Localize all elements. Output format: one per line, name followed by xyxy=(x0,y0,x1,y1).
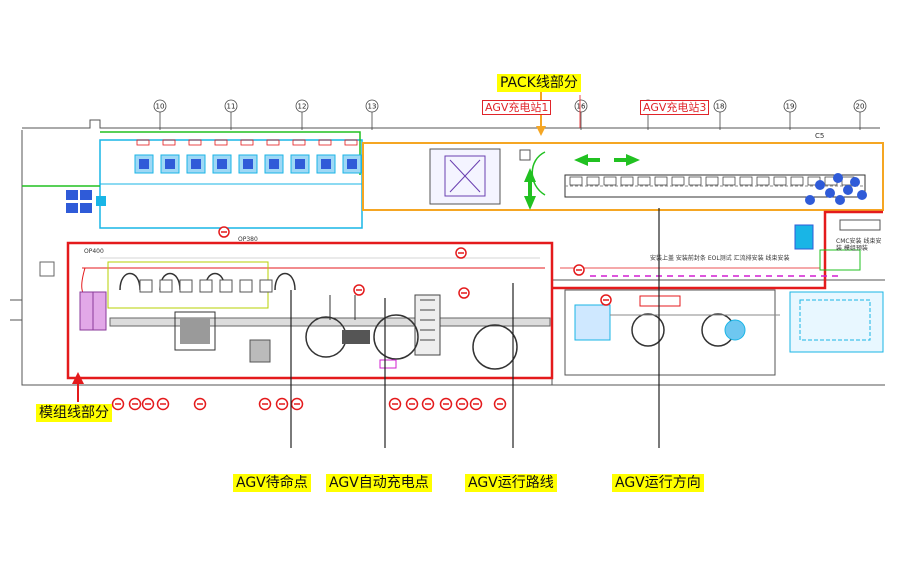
axis-bubble: 10 xyxy=(153,99,167,130)
building-outline xyxy=(10,119,885,386)
axis-label: 18 xyxy=(716,103,725,111)
robot-unit xyxy=(815,180,825,190)
arch-conveyor xyxy=(119,272,141,291)
transfer-unit xyxy=(794,224,814,250)
agv-auto-charge-point-label: AGV自动充电点 xyxy=(326,474,432,492)
station-cell xyxy=(342,139,362,174)
module-line-area xyxy=(66,210,883,380)
axis-bubble: 20 xyxy=(853,99,867,130)
station-cell xyxy=(186,139,206,174)
upper-station-cells xyxy=(134,139,362,174)
grid-axis-bubbles: 101112131617181920 xyxy=(153,99,867,130)
fixture-box xyxy=(219,279,233,293)
conveyor-unit xyxy=(671,176,685,186)
callout-pointers xyxy=(290,95,660,448)
conveyor-unit xyxy=(705,176,719,186)
station-cell xyxy=(212,139,232,174)
axis-label: 19 xyxy=(786,103,795,111)
conveyor-unit xyxy=(569,176,583,186)
pack-line-label: PACK线部分 xyxy=(497,74,581,92)
fixture-box xyxy=(239,279,253,293)
station-strip-label: 安装上盖 安装前封条 EOL测试 汇流排安装 线束安装 xyxy=(650,255,790,262)
axis-label: 10 xyxy=(156,103,165,111)
pack-line-area xyxy=(362,142,884,211)
station-cell xyxy=(238,139,258,174)
axis-bubble: 19 xyxy=(783,99,797,130)
fixture-box xyxy=(159,279,173,293)
pack-conveyor-units xyxy=(569,176,855,186)
conveyor-unit xyxy=(756,176,770,186)
axis-label: 12 xyxy=(298,103,307,111)
axis-label: 13 xyxy=(368,103,377,111)
module-line-arches xyxy=(119,272,296,293)
robot-unit xyxy=(825,188,835,198)
left-carts xyxy=(66,190,106,213)
right-module-area xyxy=(564,289,884,376)
column-marker: C5 xyxy=(815,132,825,140)
robot-unit xyxy=(850,177,860,187)
module-pointer xyxy=(72,372,84,402)
pack-robot-cluster xyxy=(794,173,867,250)
conveyor-unit xyxy=(620,176,634,186)
fixture-box xyxy=(179,279,193,293)
op-left-label: OP400 xyxy=(84,248,104,255)
conveyor-unit xyxy=(773,176,787,186)
agv-standby-point-label: AGV待命点 xyxy=(233,474,311,492)
conveyor-unit xyxy=(739,176,753,186)
robot-unit xyxy=(835,195,845,205)
fixture-box xyxy=(199,279,213,293)
agv-direction-label: AGV运行方向 xyxy=(612,474,704,492)
conveyor-unit xyxy=(722,176,736,186)
upper-cell-area xyxy=(22,131,363,229)
module-line-equipment xyxy=(79,261,551,370)
op-mid-label: OP380 xyxy=(238,236,258,243)
axis-bubble: 13 xyxy=(365,99,379,130)
axis-label: 20 xyxy=(856,103,865,111)
charging-station-1-label: AGV充电站1 xyxy=(482,100,552,115)
agv-route-label: AGV运行路线 xyxy=(465,474,557,492)
conveyor-unit xyxy=(603,176,617,186)
robot-unit xyxy=(805,195,815,205)
right-note-label: CMC安装 线束安装 模组预装 xyxy=(836,238,882,252)
conveyor-unit xyxy=(790,176,804,186)
red-station-markers xyxy=(111,226,612,411)
arch-conveyor xyxy=(274,272,296,291)
station-cell xyxy=(290,139,310,174)
robot-unit xyxy=(833,173,843,183)
axis-bubble: 16 xyxy=(574,99,588,130)
module-line-label: 模组线部分 xyxy=(36,404,112,422)
conveyor-unit xyxy=(637,176,651,186)
axis-label: 16 xyxy=(577,103,586,111)
station-cell xyxy=(264,139,284,174)
conveyor-unit xyxy=(654,176,668,186)
charging-station-3-label: AGV充电站3 xyxy=(640,100,710,115)
station-cell xyxy=(160,139,180,174)
station-cell xyxy=(316,139,336,174)
robot-unit xyxy=(843,185,853,195)
axis-label: 11 xyxy=(227,103,236,111)
fixture-box xyxy=(259,279,273,293)
axis-bubble: 11 xyxy=(224,99,238,130)
conveyor-unit xyxy=(586,176,600,186)
conveyor-unit xyxy=(688,176,702,186)
fixture-box xyxy=(139,279,153,293)
pack-agv-arrows xyxy=(524,151,640,210)
axis-bubble: 12 xyxy=(295,99,309,130)
station-cell xyxy=(134,139,154,174)
robot-unit xyxy=(857,190,867,200)
axis-bubble: 18 xyxy=(713,99,727,130)
